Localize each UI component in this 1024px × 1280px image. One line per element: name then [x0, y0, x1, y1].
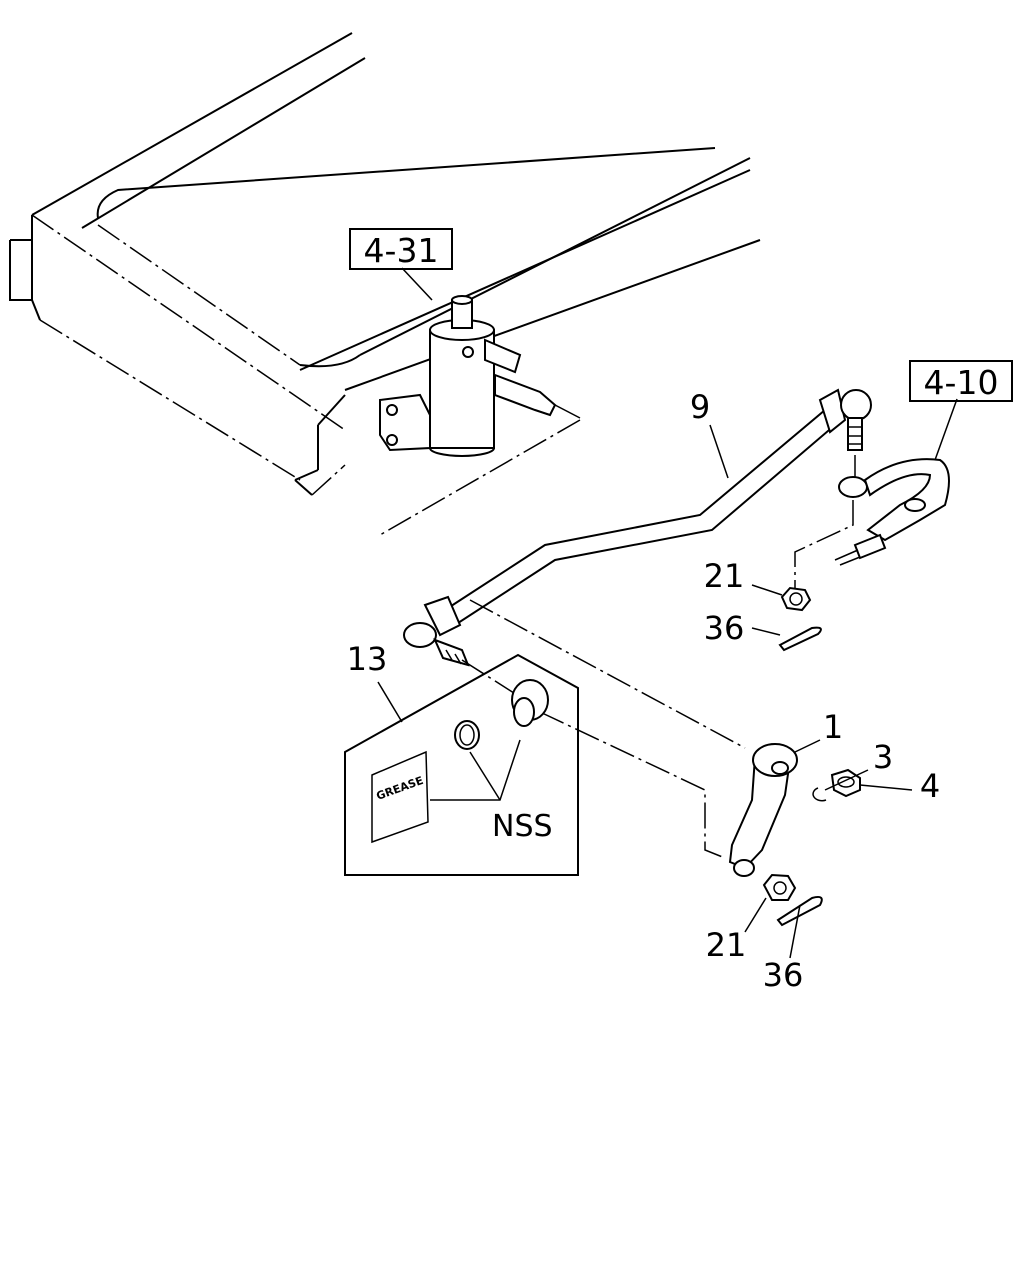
- callout-4: 4: [920, 767, 940, 805]
- leader-lines: [377, 267, 958, 959]
- ref-4-10: 4-10: [909, 360, 1013, 402]
- callout-13: 13: [347, 640, 388, 678]
- ref-4-10-label: 4-10: [924, 363, 999, 402]
- callout-36-upper: 36: [704, 609, 745, 647]
- nut-21-upper-group: [778, 586, 822, 652]
- grease-label: GREASE: [375, 774, 425, 803]
- pitman-arm: [539, 711, 798, 877]
- ref-4-31-label: 4-31: [364, 231, 439, 270]
- drag-link: [403, 388, 872, 749]
- callout-9: 9: [690, 388, 710, 426]
- steering-gear: [379, 295, 581, 536]
- knuckle-arm: [794, 455, 950, 590]
- callout-21-lower: 21: [706, 926, 747, 964]
- callout-3: 3: [873, 738, 893, 776]
- repair-kit-inset: GREASE NSS: [344, 653, 579, 876]
- callout-21-upper: 21: [704, 557, 745, 595]
- callout-36-lower: 36: [763, 956, 804, 994]
- frame-rail: [9, 32, 761, 496]
- callout-1: 1: [823, 708, 843, 746]
- nut-21-lower-group: [762, 873, 823, 927]
- nss-label: NSS: [492, 809, 553, 844]
- ref-4-31: 4-31: [349, 228, 453, 270]
